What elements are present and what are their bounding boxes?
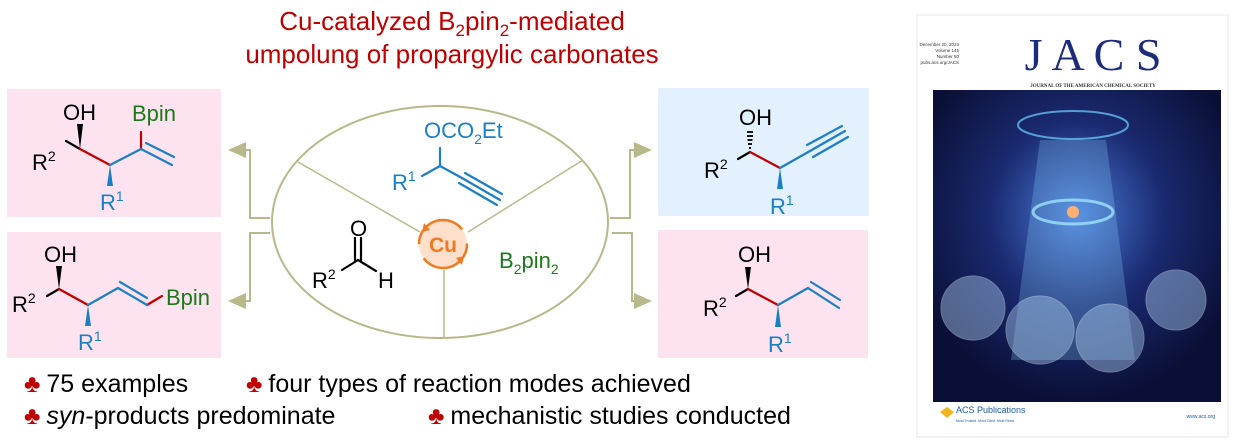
bullet-2: ♣four types of reaction modes achieved bbox=[246, 370, 691, 398]
svg-text:H: H bbox=[378, 268, 394, 293]
svg-text:R1: R1 bbox=[78, 328, 102, 355]
product-box-alkene bbox=[658, 230, 868, 358]
svg-text:R2: R2 bbox=[703, 294, 727, 321]
bullet-3: ♣syn-products predominate bbox=[24, 402, 335, 430]
product-box-branched-boryl bbox=[7, 89, 221, 217]
acs-logo-icon bbox=[940, 407, 954, 418]
cu-catalyst: Cu bbox=[417, 218, 469, 270]
club-icon: ♣ bbox=[24, 370, 40, 398]
svg-text:R1: R1 bbox=[392, 168, 416, 195]
svg-text:R2: R2 bbox=[312, 266, 336, 293]
svg-text:R2: R2 bbox=[12, 290, 36, 317]
svg-text:Bpin: Bpin bbox=[166, 285, 210, 310]
svg-text:OH: OH bbox=[44, 242, 77, 267]
product-box-linear-boryl bbox=[7, 232, 221, 358]
svg-text:OCO2Et: OCO2Et bbox=[424, 118, 503, 147]
product-linear-boryl: OH R2 Bpin R1 bbox=[12, 242, 210, 355]
arrow-to-linear bbox=[228, 232, 270, 309]
arrows bbox=[228, 142, 652, 309]
publisher-url: www.acs.org bbox=[1187, 414, 1216, 420]
publisher-tagline: Most Trusted. Most Cited. Most Read. bbox=[956, 419, 1015, 423]
journal-cover: December 20, 2023 Volume 145 Number 50 p… bbox=[916, 14, 1229, 438]
highlights: ♣75 examples ♣four types of reaction mod… bbox=[24, 370, 791, 430]
publisher-name: ACS Publications bbox=[956, 405, 1026, 415]
title-line-2: umpolung of propargylic carbonates bbox=[245, 39, 658, 69]
svg-text:R2: R2 bbox=[32, 148, 56, 175]
svg-text:O: O bbox=[350, 216, 367, 241]
svg-text:R2: R2 bbox=[704, 156, 728, 183]
product-alkyne: OH R2 R1 bbox=[704, 105, 850, 219]
journal-subtitle: JOURNAL OF THE AMERICAN CHEMICAL SOCIETY bbox=[1030, 84, 1156, 89]
club-icon: ♣ bbox=[24, 402, 40, 430]
bullet-4: ♣mechanistic studies conducted bbox=[428, 402, 791, 430]
bullet-1: ♣75 examples bbox=[24, 370, 188, 398]
club-icon: ♣ bbox=[428, 402, 444, 430]
product-alkene: OH R2 R1 bbox=[703, 242, 842, 357]
cycle-arrow-icon bbox=[422, 223, 464, 265]
issue-date: December 20, 2023 bbox=[919, 42, 959, 47]
svg-text:Cu: Cu bbox=[429, 234, 457, 257]
title-line-1: Cu-catalyzed B2pin2-mediated bbox=[279, 6, 625, 40]
svg-text:R1: R1 bbox=[768, 330, 792, 357]
product-branched-boryl: OH R2 Bpin R1 bbox=[32, 100, 176, 215]
svg-text:OH: OH bbox=[738, 242, 771, 267]
product-box-alkyne bbox=[658, 88, 869, 216]
svg-text:Bpin: Bpin bbox=[132, 101, 176, 126]
issue-url: pubs.acs.org/JACS bbox=[920, 60, 959, 65]
svg-text:R1: R1 bbox=[100, 188, 124, 215]
arrow-to-alkyne bbox=[610, 142, 652, 219]
issue-volume: Volume 145 bbox=[935, 48, 959, 53]
svg-text:OH: OH bbox=[739, 105, 772, 130]
issue-number: Number 50 bbox=[937, 54, 960, 59]
club-icon: ♣ bbox=[246, 370, 262, 398]
b2pin2-reagent: B2pin2 bbox=[499, 248, 559, 277]
reaction-ellipse bbox=[271, 105, 609, 339]
propargylic-carbonate: OCO2Et R1 bbox=[392, 118, 504, 207]
svg-text:R1: R1 bbox=[770, 192, 794, 219]
arrow-to-alkene bbox=[612, 232, 652, 309]
journal-title: J A C S bbox=[1025, 29, 1162, 80]
aldehyde: O R2 H bbox=[312, 216, 394, 293]
svg-text:OH: OH bbox=[63, 100, 96, 125]
arrow-to-branched bbox=[228, 142, 270, 219]
